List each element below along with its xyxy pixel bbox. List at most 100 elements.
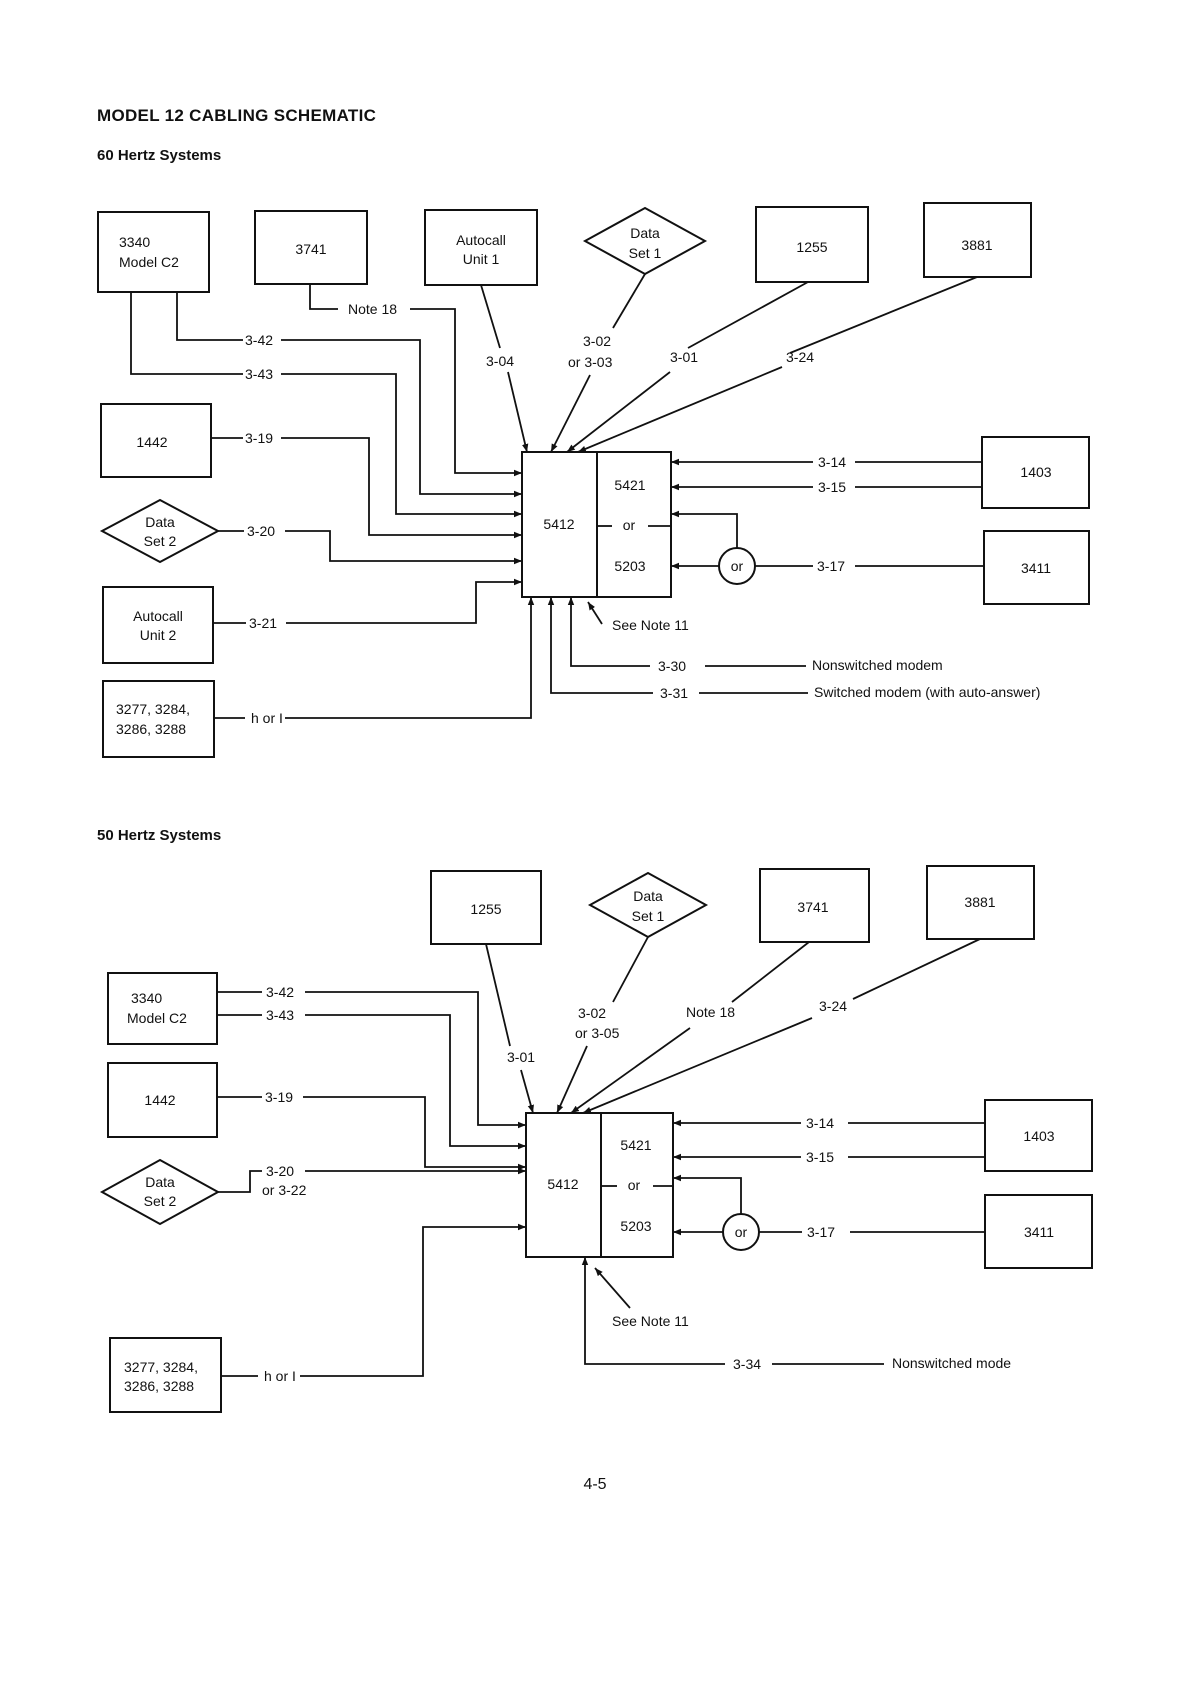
box-1403-50: [984, 1099, 1093, 1172]
label-cable-3-01-60: 3-01: [670, 349, 698, 365]
label-5421-60: 5421: [614, 477, 645, 493]
label-1255-50: 1255: [470, 901, 501, 917]
label-cable-3-14-60: 3-14: [818, 454, 846, 470]
label-3741-60: 3741: [295, 241, 326, 257]
label-3411-50: 3411: [1024, 1224, 1054, 1240]
label-cable-3-30-60: 3-30: [658, 658, 686, 674]
label-cable-3-04-60: 3-04: [486, 353, 514, 369]
diamond-data-set-2-50: [99, 1158, 221, 1226]
label-or-inner-60: or: [623, 517, 636, 533]
diagram-60hz: 3340 Model C2 3741 Autocall Unit 1 Data …: [97, 202, 1090, 758]
box-5412-50: [525, 1112, 602, 1258]
label-5203-60: 5203: [614, 558, 645, 574]
label-autocall-2b: Unit 2: [140, 627, 177, 643]
label-cable-3-02-50: 3-02: [578, 1005, 606, 1021]
label-cable-3-31-60: 3-31: [660, 685, 688, 701]
diagram-50hz: 1255 Data Set 1 3741 3881 3340 Model C2 …: [99, 865, 1093, 1413]
label-cable-3-42-50: 3-42: [266, 984, 294, 1000]
label-note-18-50: Note 18: [686, 1004, 735, 1020]
label-3741-50: 3741: [797, 899, 828, 915]
label-3411-60: 3411: [1021, 560, 1051, 576]
label-data-set-1a-60: Data: [630, 225, 660, 241]
label-cable-3-19-50: 3-19: [265, 1089, 293, 1105]
label-cable-3-34-50: 3-34: [733, 1356, 761, 1372]
diamond-data-set-1-50: [587, 871, 709, 939]
page-number: 4-5: [583, 1476, 607, 1493]
label-cable-3-24-50: 3-24: [819, 998, 847, 1014]
page-title: MODEL 12 CABLING SCHEMATIC: [97, 106, 377, 125]
label-nonswitched-mode-50: Nonswitched mode: [892, 1355, 1011, 1371]
label-or-inner-50: or: [628, 1177, 641, 1193]
label-3340-50: 3340: [131, 990, 162, 1006]
label-3881-60: 3881: [961, 237, 992, 253]
box-3411-60: [983, 530, 1090, 605]
label-cable-3-20-60: 3-20: [247, 523, 275, 539]
label-data-set-1a-50: Data: [633, 888, 663, 904]
label-cable-3-15-50: 3-15: [806, 1149, 834, 1165]
section-heading-60hz: 60 Hertz Systems: [97, 147, 222, 164]
label-data-set-2b-60: Set 2: [144, 533, 177, 549]
label-autocall-1a: Autocall: [456, 232, 506, 248]
label-5412-60: 5412: [543, 516, 574, 532]
label-5203-50: 5203: [620, 1218, 651, 1234]
label-cable-3-19-60: 3-19: [245, 430, 273, 446]
label-cable-3-20-50: 3-20: [266, 1163, 294, 1179]
label-cable-3-17-50: 3-17: [807, 1224, 835, 1240]
label-data-set-2a-50: Data: [145, 1174, 175, 1190]
label-autocall-2a: Autocall: [133, 608, 183, 624]
label-data-set-2a-60: Data: [145, 514, 175, 530]
label-1403-50: 1403: [1023, 1128, 1054, 1144]
label-terminals-2-60: 3286, 3288: [116, 721, 186, 737]
box-terminals-60: [102, 680, 215, 758]
label-5412-50: 5412: [547, 1176, 578, 1192]
label-cable-or-3-22-50: or 3-22: [262, 1182, 307, 1198]
label-1442-50: 1442: [144, 1092, 175, 1108]
box-3340-50: [107, 972, 218, 1045]
label-cable-3-02-60: 3-02: [583, 333, 611, 349]
label-cable-or-3-05-50: or 3-05: [575, 1025, 620, 1041]
box-5421-5203-50: [600, 1112, 674, 1258]
label-h-or-i-60: h or I: [251, 710, 283, 726]
box-3741-50: [759, 868, 870, 943]
label-model-c2-50: Model C2: [127, 1010, 187, 1026]
label-3340-60: 3340: [119, 234, 150, 250]
box-3741-60: [254, 210, 368, 285]
label-cable-3-01-50: 3-01: [507, 1049, 535, 1065]
diamond-data-set-2-60: [99, 498, 221, 564]
label-terminals-1-60: 3277, 3284,: [116, 701, 190, 717]
label-terminals-1-50: 3277, 3284,: [124, 1359, 198, 1375]
section-heading-50hz: 50 Hertz Systems: [97, 827, 222, 844]
label-5421-50: 5421: [620, 1137, 651, 1153]
box-3411-50: [984, 1194, 1093, 1269]
box-1442-50: [107, 1062, 218, 1138]
box-5421-5203-60: [596, 451, 672, 598]
label-1255-60: 1255: [796, 239, 827, 255]
label-cable-3-43-50: 3-43: [266, 1007, 294, 1023]
label-cable-3-14-50: 3-14: [806, 1115, 834, 1131]
box-autocall-unit-2: [102, 586, 214, 664]
box-1255-50: [430, 870, 542, 945]
label-or-circle-60: or: [731, 558, 744, 574]
label-nonswitched-modem-60: Nonswitched modem: [812, 657, 943, 673]
label-1403-60: 1403: [1020, 464, 1051, 480]
label-cable-3-43-60: 3-43: [245, 366, 273, 382]
label-cable-3-21-60: 3-21: [249, 615, 277, 631]
box-3881-50: [926, 865, 1035, 940]
label-data-set-1b-50: Set 1: [632, 908, 665, 924]
label-switched-modem-60: Switched modem (with auto-answer): [814, 684, 1040, 700]
label-note-18-60: Note 18: [348, 301, 397, 317]
label-terminals-2-50: 3286, 3288: [124, 1378, 194, 1394]
label-see-note-11-60: See Note 11: [612, 617, 689, 633]
box-1442-60: [100, 403, 212, 478]
label-data-set-1b-60: Set 1: [629, 245, 662, 261]
label-h-or-i-50: h or I: [264, 1368, 296, 1384]
label-model-c2-60: Model C2: [119, 254, 179, 270]
box-terminals-50: [109, 1337, 222, 1413]
box-1255-60: [755, 206, 869, 283]
label-cable-3-17-60: 3-17: [817, 558, 845, 574]
label-cable-3-15-60: 3-15: [818, 479, 846, 495]
label-cable-3-24-60: 3-24: [786, 349, 814, 365]
label-cable-3-42-60: 3-42: [245, 332, 273, 348]
label-or-circle-50: or: [735, 1224, 748, 1240]
